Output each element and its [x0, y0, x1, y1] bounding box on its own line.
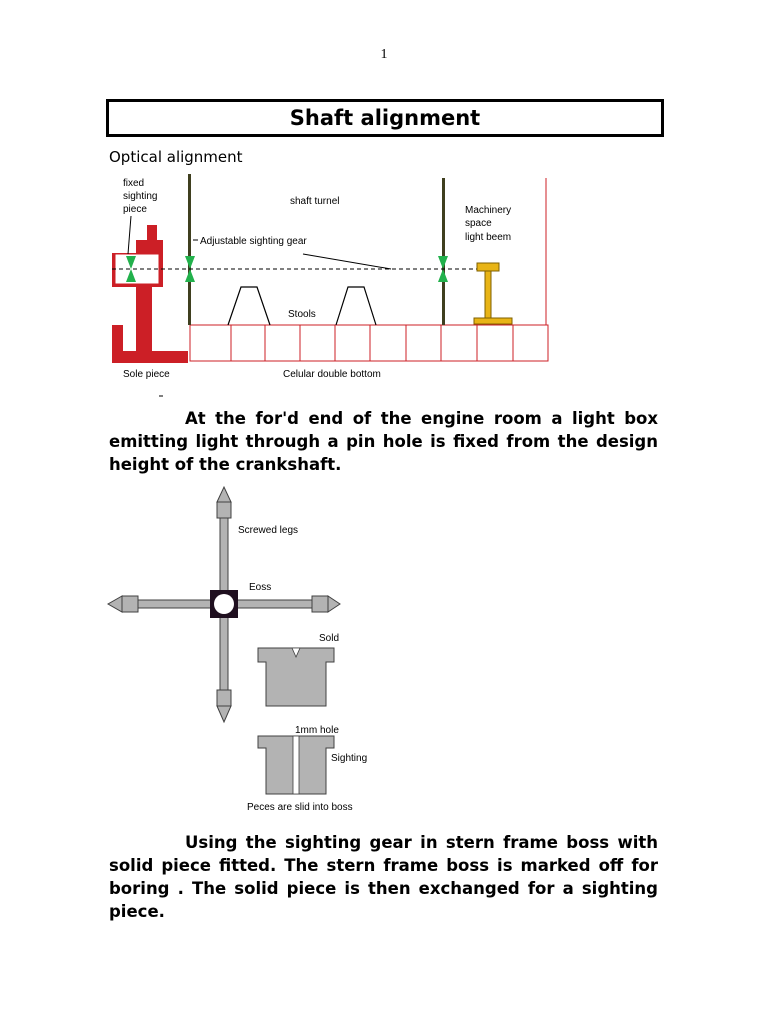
machinery-space-label: Machinery space light beem [465, 205, 514, 243]
tip-bottom [216, 705, 232, 724]
leg-end-right [311, 595, 329, 613]
fixed-sighting-piece-icon [126, 256, 136, 282]
solid-piece [257, 647, 335, 707]
sighting-label: Sighting [331, 753, 367, 764]
sighting-piece-bore [292, 735, 300, 795]
cellular-double-bottom [189, 178, 549, 362]
pointer-line [302, 253, 392, 270]
solid-piece-notch [291, 647, 301, 658]
pieces-note-label: Peces are slid into boss [247, 802, 353, 813]
page-title: Shaft alignment [106, 99, 664, 137]
leg-end-bottom [216, 689, 232, 707]
leg-end-top [216, 501, 232, 519]
forward-sighting-gear-icon [185, 256, 195, 282]
sole-piece-label: Sole piece [123, 369, 170, 380]
boss-hole [214, 594, 234, 614]
fixed-sighting-piece-label: fixed sighting piece [123, 178, 160, 215]
sighting-gear-diagram: Screwed legs Eoss Sold 1mm hole Sighting… [106, 485, 367, 813]
hole-label: 1mm hole [295, 725, 339, 736]
aft-sighting-post [442, 178, 445, 325]
stools-label: Stools [288, 309, 316, 320]
fixed-piece-leader [127, 215, 132, 255]
aft-sighting-gear-icon [438, 256, 448, 282]
tip-left [106, 595, 123, 613]
cellular-double-bottom-label: Celular double bottom [283, 369, 381, 380]
boss-label: Eoss [249, 582, 271, 593]
optical-alignment-diagram: fixed sighting piece shaft turnel Machin… [112, 174, 549, 397]
leg-end-left [121, 595, 139, 613]
adjustable-sighting-gear-label: Adjustable sighting gear [200, 236, 307, 247]
screwed-legs-label: Screwed legs [238, 525, 298, 536]
sole-piece-shape [112, 225, 188, 363]
stool-right [335, 286, 377, 326]
page-number: 1 [380, 47, 388, 62]
tip-top [216, 485, 232, 503]
paragraph-light-box: At the for'd end of the engine room a li… [109, 409, 658, 474]
tip-right [327, 595, 341, 613]
section-heading: Optical alignment [109, 148, 243, 166]
solid-label: Sold [319, 633, 339, 644]
light-beam-shape [473, 262, 513, 325]
forward-sighting-post [188, 174, 191, 325]
paragraph-sighting-gear: Using the sighting gear in stern frame b… [109, 833, 658, 921]
stool-left [227, 286, 271, 326]
shaft-tunnel-label: shaft turnel [290, 196, 339, 207]
